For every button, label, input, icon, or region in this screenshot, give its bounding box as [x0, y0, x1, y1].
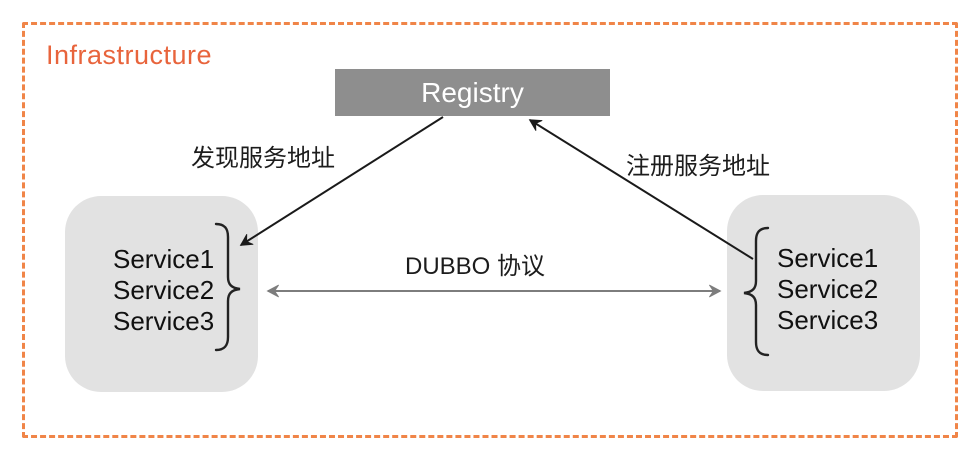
service-item: Service3 — [777, 305, 879, 335]
consumer-node: Service1 Service2 Service3 — [65, 196, 258, 392]
provider-service-list: Service1 Service2 Service3 — [777, 243, 878, 336]
service-item: Service1 — [777, 243, 879, 273]
registry-label: Registry — [421, 76, 524, 108]
service-item: Service2 — [777, 274, 879, 304]
consumer-service-list: Service1 Service2 Service3 — [113, 244, 214, 337]
protocol-arrow-label: DUBBO 协议 — [405, 253, 546, 280]
infrastructure-title: Infrastructure — [46, 40, 213, 70]
service-item: Service3 — [113, 306, 215, 336]
register-arrow-label: 注册服务地址 — [626, 153, 770, 180]
infrastructure-boundary — [22, 22, 958, 438]
registry-node: Registry — [335, 69, 610, 116]
service-item: Service2 — [113, 275, 215, 305]
provider-node: Service1 Service2 Service3 — [727, 195, 920, 391]
service-item: Service1 — [113, 244, 215, 274]
discover-arrow-label: 发现服务地址 — [191, 145, 335, 172]
